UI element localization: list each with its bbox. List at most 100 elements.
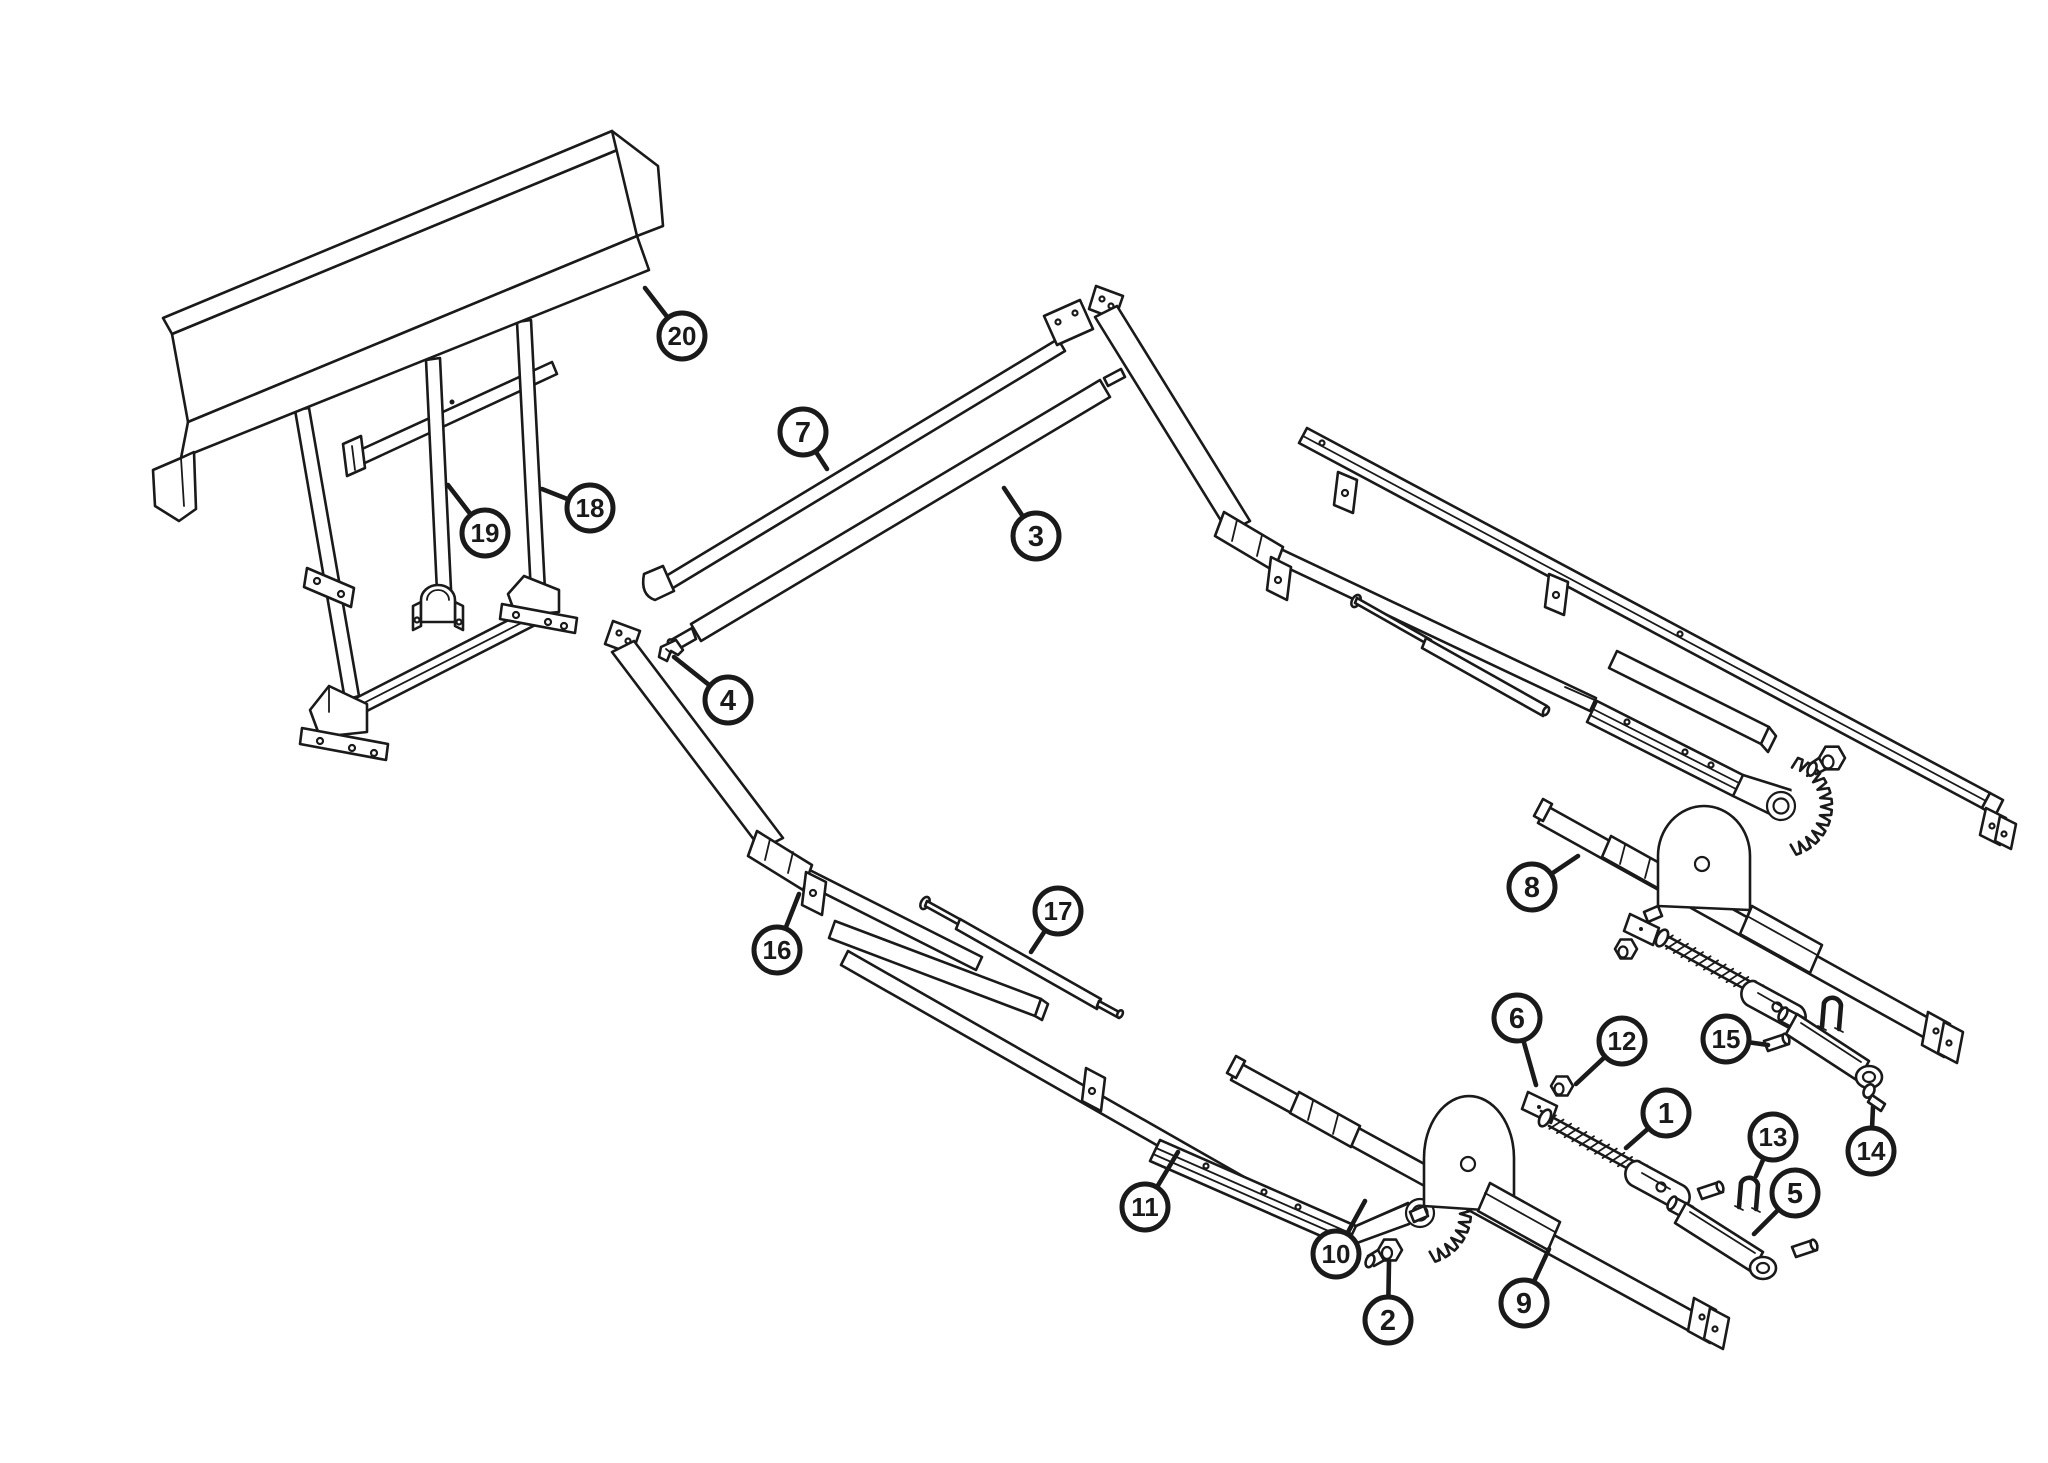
callout-19: 19 xyxy=(445,482,511,559)
part-upper-arm-rail xyxy=(1532,797,1965,1065)
callout-10: 10 xyxy=(1310,1198,1368,1280)
callout-circle-2 xyxy=(1362,1294,1414,1346)
callout-leader-12 xyxy=(1573,1054,1608,1087)
callout-number-13: 13 xyxy=(1759,1122,1788,1152)
callout-number-5: 5 xyxy=(1787,1178,1803,1210)
callout-15: 15 xyxy=(1700,1013,1771,1065)
callout-circle-9 xyxy=(1498,1277,1550,1329)
callout-leader-19 xyxy=(445,482,474,518)
callout-circle-10 xyxy=(1310,1228,1362,1280)
part-hex-bolt xyxy=(1364,1238,1404,1269)
part-roller-tube xyxy=(666,367,1127,653)
callout-2: 2 xyxy=(1362,1259,1414,1346)
callout-number-6: 6 xyxy=(1509,1003,1525,1035)
part-torque-tube xyxy=(641,298,1095,602)
saddle-clamp xyxy=(411,583,465,632)
callout-number-19: 19 xyxy=(471,518,500,548)
callout-number-16: 16 xyxy=(763,935,792,965)
part-gas-shock-upper xyxy=(1777,1006,1884,1090)
callout-leader-17 xyxy=(1028,927,1048,955)
part-mounting-frame xyxy=(293,318,579,762)
callout-circle-16 xyxy=(751,924,803,976)
callout-circle-4 xyxy=(702,674,754,726)
part-upper-lock-nut xyxy=(1613,938,1639,960)
callout-circle-6 xyxy=(1491,992,1543,1044)
callout-1: 1 xyxy=(1623,1087,1692,1151)
callout-circle-15 xyxy=(1700,1013,1752,1065)
part-carriage-bolt xyxy=(1862,1083,1887,1113)
callout-13: 13 xyxy=(1747,1111,1799,1179)
callout-number-18: 18 xyxy=(576,493,605,523)
callout-17: 17 xyxy=(1028,885,1084,955)
part-upper-short-tube xyxy=(1607,649,1778,754)
part-prop-rod xyxy=(919,895,1125,1020)
callout-16: 16 xyxy=(751,891,803,976)
callout-circle-7 xyxy=(777,406,829,458)
callout-circle-13 xyxy=(1747,1111,1799,1163)
upright-post-right xyxy=(515,318,547,595)
callout-leader-13 xyxy=(1753,1155,1767,1179)
callout-11: 11 xyxy=(1119,1149,1181,1233)
callout-number-8: 8 xyxy=(1524,872,1540,904)
callout-leader-9 xyxy=(1531,1246,1552,1285)
part-u-clip xyxy=(1734,1175,1761,1213)
part-rack-spring xyxy=(1537,1108,1691,1212)
part-hook-plate xyxy=(657,638,685,663)
callout-leader-16 xyxy=(783,891,802,931)
part-gas-shock xyxy=(1666,1195,1819,1281)
callout-leader-3 xyxy=(1001,485,1026,520)
callout-circle-1 xyxy=(1640,1087,1692,1139)
callout-circle-12 xyxy=(1596,1015,1648,1067)
callout-circle-18 xyxy=(564,482,616,534)
part-mid-square-tube xyxy=(827,919,1050,1022)
callout-leader-10 xyxy=(1344,1198,1368,1237)
callout-circle-14 xyxy=(1845,1125,1897,1177)
callout-leader-18 xyxy=(539,486,571,502)
callout-circle-19 xyxy=(459,507,511,559)
callout-12: 12 xyxy=(1573,1015,1648,1087)
callout-leader-1 xyxy=(1623,1125,1651,1151)
sector-gear-teeth-upper xyxy=(1789,756,1834,856)
callout-leader-14 xyxy=(1869,1104,1876,1131)
callout-leader-4 xyxy=(671,654,713,688)
callout-circle-3 xyxy=(1010,510,1062,562)
part-clevis-pin-lower xyxy=(1696,1180,1725,1201)
part-u-clip-upper xyxy=(1817,995,1844,1033)
callout-14: 14 xyxy=(1845,1104,1897,1177)
part-lower-arm-rail xyxy=(1225,1054,1731,1351)
part-upper-long-rail xyxy=(1297,426,2018,851)
callout-number-1: 1 xyxy=(1658,1098,1674,1130)
callout-number-14: 14 xyxy=(1857,1136,1886,1166)
part-upper-hex-bushing xyxy=(1806,745,1847,777)
callout-number-17: 17 xyxy=(1044,896,1073,926)
callout-number-15: 15 xyxy=(1712,1024,1741,1054)
callout-6: 6 xyxy=(1491,992,1543,1088)
callout-leader-20 xyxy=(642,285,671,321)
callout-leader-8 xyxy=(1548,853,1581,877)
callout-8: 8 xyxy=(1506,853,1581,913)
callout-7: 7 xyxy=(777,406,830,472)
callout-20: 20 xyxy=(642,285,708,362)
callout-leader-2 xyxy=(1386,1259,1392,1300)
callout-3: 3 xyxy=(1001,485,1062,562)
callout-leader-7 xyxy=(813,448,830,472)
part-clevis-pin-upper xyxy=(1762,1032,1791,1053)
part-upper-wedge-plate xyxy=(1622,912,1661,947)
callout-circle-11 xyxy=(1119,1181,1171,1233)
callout-circle-17 xyxy=(1032,885,1084,937)
callout-leader-15 xyxy=(1746,1039,1771,1048)
callout-9: 9 xyxy=(1498,1246,1552,1329)
callout-18: 18 xyxy=(539,482,616,534)
callout-4: 4 xyxy=(671,654,754,726)
callout-number-20: 20 xyxy=(668,321,697,351)
callout-circle-8 xyxy=(1506,861,1558,913)
part-upper-prop-rod xyxy=(1350,593,1551,718)
callout-number-4: 4 xyxy=(720,685,736,717)
callout-number-3: 3 xyxy=(1028,521,1044,553)
callout-circle-5 xyxy=(1769,1167,1821,1219)
callout-leader-11 xyxy=(1154,1149,1181,1190)
callout-circle-20 xyxy=(656,310,708,362)
